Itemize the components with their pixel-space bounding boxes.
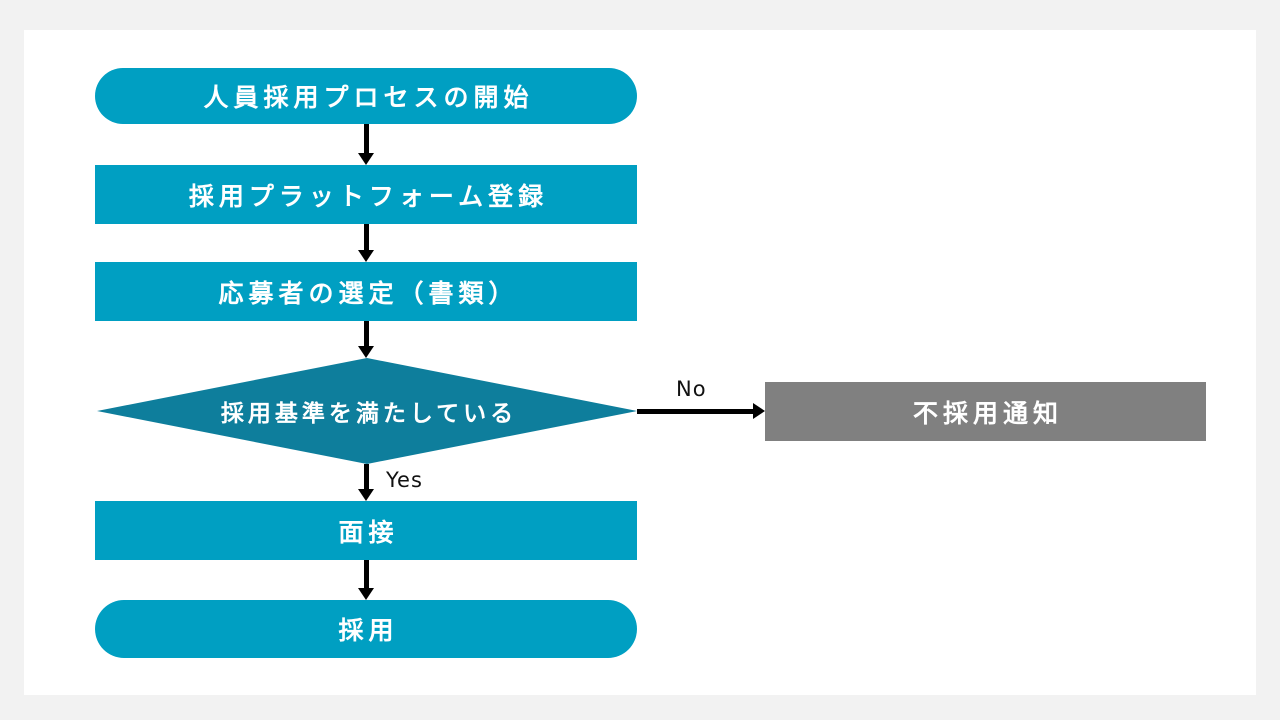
flow-node-platform-registration-label: 採用プラットフォーム登録	[188, 181, 549, 211]
flow-node-start-label: 人員採用プロセスの開始	[203, 83, 534, 112]
arrow-shaft	[363, 224, 369, 251]
flow-node-interview: 面接	[95, 501, 637, 560]
arrow-shaft	[363, 321, 369, 347]
flow-node-rejection-notice-label: 不採用通知	[912, 398, 1063, 428]
arrow-down-head	[358, 250, 374, 262]
flow-node-rejection-notice: 不採用通知	[765, 382, 1206, 441]
flow-node-applicant-screening: 応募者の選定（書類）	[95, 262, 637, 321]
flowchart-canvas	[24, 30, 1256, 695]
arrow-shaft	[363, 560, 369, 589]
flow-node-hired-label: 採用	[338, 616, 399, 645]
arrow-right-head	[753, 403, 765, 419]
arrow-shaft	[363, 464, 369, 490]
arrow-interview-to-hire	[358, 560, 374, 600]
flow-node-hired: 採用	[95, 600, 637, 658]
flow-node-interview-label: 面接	[338, 517, 399, 547]
arrow-down-head	[358, 153, 374, 165]
arrow-down-head	[358, 489, 374, 501]
flow-node-applicant-screening-label: 応募者の選定（書類）	[218, 278, 519, 308]
flow-node-criteria-decision-label: 採用基準を満たしている	[220, 401, 518, 427]
flow-node-start: 人員採用プロセスの開始	[95, 68, 637, 124]
flow-node-platform-registration: 採用プラットフォーム登録	[95, 165, 637, 224]
arrow-shaft	[363, 124, 369, 154]
arrow-down-head	[358, 588, 374, 600]
arrow-screening-to-decision	[358, 321, 374, 358]
arrow-shaft	[637, 408, 754, 414]
arrow-down-head	[358, 346, 374, 358]
arrow-decision-to-interview	[358, 464, 374, 501]
edge-label-yes: Yes	[386, 468, 423, 492]
arrow-register-to-screening	[358, 224, 374, 262]
edge-label-no: No	[676, 377, 707, 401]
arrow-start-to-register	[358, 124, 374, 165]
arrow-decision-to-reject	[637, 403, 765, 419]
